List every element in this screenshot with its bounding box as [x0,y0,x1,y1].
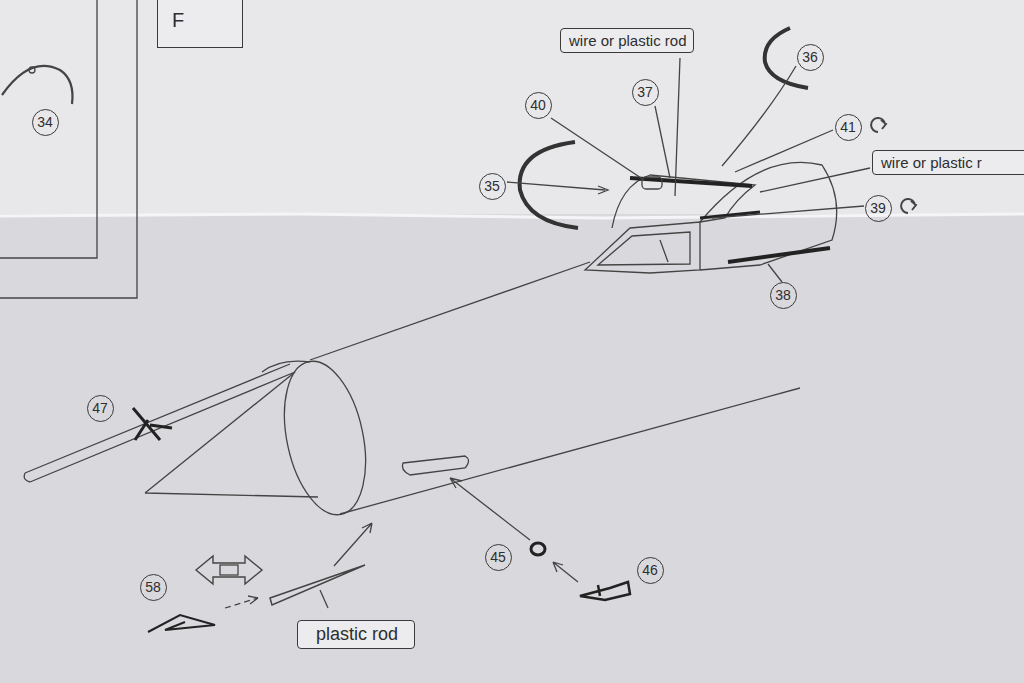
part-45 [531,543,545,555]
callout-box: wire or plastic rod [560,28,694,53]
leader-line [768,264,782,282]
leader-line [675,58,680,196]
callout-box: plastic rod [297,620,415,649]
box-text: wire or plastic r [881,154,982,171]
pitot-tube [24,364,295,482]
callout-number: 47 [87,395,114,422]
rotate-icon [901,199,916,213]
leader-arrow [334,523,372,566]
part-38 [728,248,830,262]
callout-number: 38 [770,282,797,309]
callout-number: 34 [32,109,59,136]
panel-frame [0,0,137,298]
paper-bottom [0,214,1024,683]
paper-top [0,0,1024,214]
leader-line [507,182,605,190]
part-34 [29,67,35,73]
part-40 [642,177,662,189]
fuselage-top [310,262,590,360]
part-37-strip [630,178,752,186]
canopy-hood [700,162,837,270]
leader-line [320,590,328,608]
leader-arrow [450,478,530,540]
callout-number: 45 [485,544,512,571]
swap-symbol [220,565,238,575]
callout-number: 37 [632,79,659,106]
slot [402,456,468,475]
leader-arrow [553,562,578,582]
callout-box: F [157,0,243,48]
fuselage-bottom [340,388,800,514]
leader-line [712,206,864,218]
part-47 [133,408,172,440]
leader-line [551,118,644,180]
box-text: plastic rod [316,624,398,645]
plastic-rod [270,565,365,605]
box-text: F [172,9,184,32]
windscreen [585,222,700,273]
callout-number: 39 [865,195,892,222]
intake-ring [272,354,379,522]
part-34 [2,66,73,104]
windscreen-frame [598,232,690,265]
callout-number: 35 [479,173,506,200]
intake-lip [262,361,310,372]
swap-symbol [196,556,262,584]
leader-line [655,106,670,178]
callout-number: 41 [835,114,862,141]
rotate-icon [871,118,886,132]
leader-line [760,168,870,192]
callout-number: 46 [637,557,664,584]
box-text: wire or plastic rod [569,32,687,49]
part-36 [765,28,808,88]
callout-number: 58 [140,574,167,601]
callout-number: 40 [525,92,552,119]
panel-frame [0,0,97,258]
leader-line [735,130,833,172]
arrow-head [248,596,258,604]
part-46 [580,582,630,600]
callout-box: wire or plastic r [872,150,1024,175]
leader-arrow [225,598,258,608]
part-37 [612,175,755,228]
nose-cone [145,372,318,497]
arrow-head [598,186,608,194]
part-58 [148,615,215,632]
callout-number: 36 [797,44,824,71]
